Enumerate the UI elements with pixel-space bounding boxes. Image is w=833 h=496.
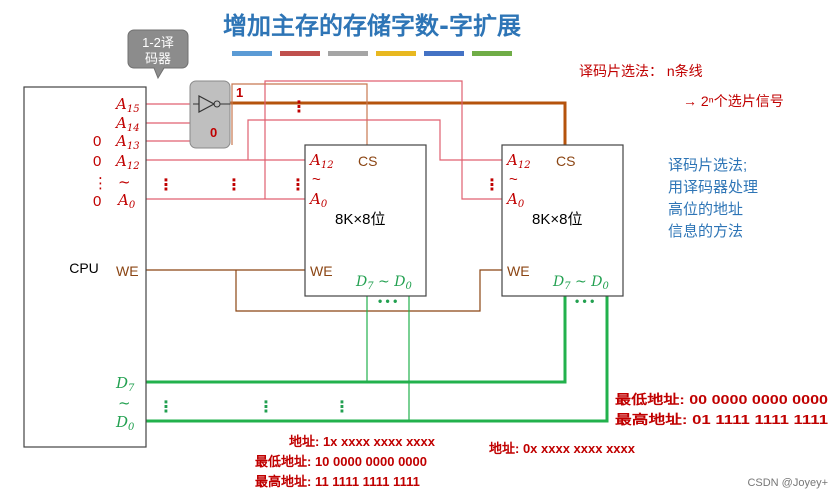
chip2-low-addr: 最低地址: 00 0000 0000 0000 [615,392,828,407]
title-bar-1 [232,51,272,56]
memory-chip-1: A12 ~ A0 CS 8K×8位 WE D7 ~ D0 [304,144,427,297]
wires [146,80,609,423]
chip1-data-pins: D7 ~ D0 [355,274,412,292]
dots-addr-4: ⋮ [484,177,500,194]
chip1-low-addr: 最低地址: 10 0000 0000 0000 [255,454,427,469]
chip1-cs: CS [358,153,377,169]
desc-line4: 信息的方法 [668,223,743,240]
bus-dots: ⋮ ⋮ ⋮ ⋮ ⋮ ⋮ ⋮ ⋮ • • • • • • [158,99,594,416]
decoder-out0-label: 0 [210,125,217,140]
title-bar-4 [376,51,416,56]
chip1-addr: 地址: 1x xxxx xxxx xxxx [289,434,436,449]
chip2-box [501,144,624,297]
chip1-size: 8K×8位 [335,211,385,228]
title-bar-3 [328,51,368,56]
chip2-size: 8K×8位 [532,211,582,228]
title-underline-bars [232,51,512,56]
bit-a0: 0 [93,193,101,210]
decoder-callout-line2: 码器 [145,51,171,66]
decoder-box [189,80,231,149]
memory-chip-2: A12 ~ A0 CS 8K×8位 WE D7 ~ D0 [501,144,624,297]
decoder-callout [127,29,189,80]
title-bar-2 [280,51,320,56]
chip2-address-notes: 地址: 0x xxxx xxxx xxxx 最低地址: 00 0000 0000… [489,392,828,456]
chip2-cs: CS [556,153,575,169]
chip1-address-notes: 地址: 1x xxxx xxxx xxxx 最低地址: 10 0000 0000… [255,434,436,489]
chip2-high-addr: 最高地址: 01 1111 1111 1111 [615,412,828,427]
desc-line2: 用译码器处理 [668,179,758,196]
desc-line1: 译码片选法; [668,157,747,174]
dots-data-1: ⋮ [158,399,174,416]
pin-d-tilde: ~ [118,394,131,412]
bit-dots: ⋮ [93,175,108,192]
wire-we-chip2 [235,269,502,312]
dots-data-2: ⋮ [258,399,274,416]
chip1-high-addr: 最高地址: 11 1111 1111 1111 [255,474,420,489]
title-bar-5 [424,51,464,56]
wire-decoder-out0 [231,83,368,145]
decoder-out1-label: 1 [236,85,243,100]
dots-chip2-data: • • • [575,294,594,308]
chip1-box [304,144,427,297]
note-description: 译码片选法; 用译码器处理 高位的地址 信息的方法 [668,157,758,240]
dots-addr-1: ⋮ [158,177,174,194]
chip2-we: WE [507,263,530,279]
chip1-we: WE [310,263,333,279]
dots-chip1-data: • • • [378,294,397,308]
page-title: 增加主存的存储字数-字扩展 [223,12,521,40]
wire-a12-chip2 [247,119,502,161]
title-bar-6 [472,51,512,56]
dots-decoder-out: ⋮ [291,99,307,116]
cpu-we-pin: WE [116,263,139,279]
decoder: 1-2译 码器 1 0 [127,29,243,149]
cpu-label: CPU [69,260,99,276]
dots-data-3: ⋮ [334,399,350,416]
note-chip-select-title: 译码片选法： n条线 [579,63,703,79]
chip2-data-pins: D7 ~ D0 [552,274,609,292]
chip1-tilde: ~ [312,171,321,188]
dots-addr-3: ⋮ [290,177,306,194]
wire-a0-chip2 [264,80,502,200]
bit-a12: 0 [93,153,101,170]
wire-d7-chip2 [146,296,567,384]
dots-addr-2: ⋮ [226,177,242,194]
bit-a13: 0 [93,133,101,150]
chip2-tilde: ~ [509,171,518,188]
pin-tilde: ~ [118,173,131,191]
note-chip-select-arrow: → 2ⁿ个选片信号 [683,93,784,109]
watermark: CSDN @Joyey+ [747,477,828,489]
chip2-addr: 地址: 0x xxxx xxxx xxxx [489,441,636,456]
wire-decoder-out1 [230,101,567,145]
cpu-bit-values: 0 0 ⋮ 0 [93,133,108,210]
decoder-callout-line1: 1-2译 [142,35,174,50]
desc-line3: 高位的地址 [668,201,743,218]
cpu-box [23,86,147,448]
wire-d0-chip2 [146,296,609,423]
